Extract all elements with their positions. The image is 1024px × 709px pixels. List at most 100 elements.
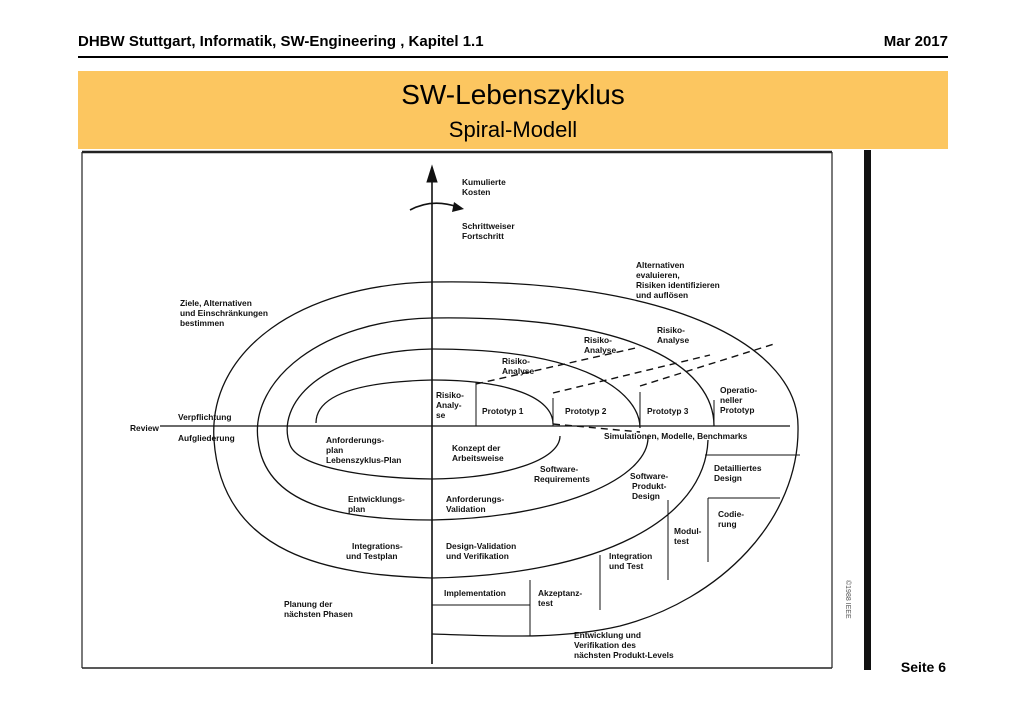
title-banner: SW-Lebenszyklus Spiral-Modell xyxy=(78,71,948,149)
slide-header: DHBW Stuttgart, Informatik, SW-Engineeri… xyxy=(78,33,948,55)
label-quadrant-top-left: Ziele, Alternativen und Einschränkungen … xyxy=(180,298,268,328)
svg-text:Software-: Software- xyxy=(630,471,668,481)
svg-text:Design-Validation: Design-Validation xyxy=(446,541,516,551)
svg-text:Codie-: Codie- xyxy=(718,509,744,519)
svg-text:Entwicklungs-: Entwicklungs- xyxy=(348,494,405,504)
slide-subtitle: Spiral-Modell xyxy=(448,117,578,142)
svg-text:und Verifikation: und Verifikation xyxy=(446,551,509,561)
svg-text:test: test xyxy=(674,536,689,546)
label-anforderungsplan: Anforderungs- plan Lebenszyklus-Plan xyxy=(326,435,401,465)
svg-text:Schrittweiser: Schrittweiser xyxy=(462,221,515,231)
label-risiko-4: Risiko- Analyse xyxy=(657,325,689,345)
svg-text:Anforderungs-: Anforderungs- xyxy=(446,494,504,504)
label-konzept: Konzept der Arbeitsweise xyxy=(452,443,504,463)
svg-text:Integrations-: Integrations- xyxy=(352,541,403,551)
svg-text:und auflösen: und auflösen xyxy=(636,290,688,300)
svg-text:Design: Design xyxy=(632,491,660,501)
risk-dashed-lines xyxy=(475,343,775,433)
label-quadrant-bottom-left: Planung der nächsten Phasen xyxy=(284,599,353,619)
svg-text:plan: plan xyxy=(348,504,365,514)
svg-text:und Test: und Test xyxy=(609,561,643,571)
svg-text:Analyse: Analyse xyxy=(584,345,616,355)
svg-text:Risiken identifizieren: Risiken identifizieren xyxy=(636,280,720,290)
svg-text:Alternativen: Alternativen xyxy=(636,260,684,270)
label-prototyp-2: Prototyp 2 xyxy=(565,406,607,416)
svg-text:Ziele, Alternativen: Ziele, Alternativen xyxy=(180,298,252,308)
svg-text:Entwicklung und: Entwicklung und xyxy=(574,630,641,640)
svg-text:neller: neller xyxy=(720,395,743,405)
svg-text:und Testplan: und Testplan xyxy=(346,551,398,561)
svg-text:Arbeitsweise: Arbeitsweise xyxy=(452,453,504,463)
svg-text:Risiko-: Risiko- xyxy=(657,325,685,335)
figure-frame xyxy=(81,150,833,669)
label-risiko-3: Risiko- Analyse xyxy=(584,335,616,355)
svg-text:Verifikation des: Verifikation des xyxy=(574,640,636,650)
svg-text:Analy-: Analy- xyxy=(436,400,462,410)
svg-text:Produkt-: Produkt- xyxy=(632,481,667,491)
label-modultest: Modul- test xyxy=(674,526,702,546)
svg-text:Risiko-: Risiko- xyxy=(436,390,464,400)
page-number: Seite 6 xyxy=(900,659,946,675)
svg-text:Anforderungs-: Anforderungs- xyxy=(326,435,384,445)
label-detail-design: Detailliertes Design xyxy=(714,463,762,483)
svg-text:Requirements: Requirements xyxy=(534,474,590,484)
spiral-rings xyxy=(213,281,799,637)
svg-text:Analyse: Analyse xyxy=(657,335,689,345)
label-aufgliederung: Aufgliederung xyxy=(178,433,235,443)
svg-text:Kosten: Kosten xyxy=(462,187,490,197)
label-design-validation: Design-Validation und Verifikation xyxy=(446,541,516,561)
label-progress: Schrittweiser Fortschritt xyxy=(462,221,515,241)
scan-edge-bar xyxy=(864,150,871,670)
svg-text:test: test xyxy=(538,598,553,608)
svg-text:Prototyp: Prototyp xyxy=(720,405,754,415)
svg-text:Fortschritt: Fortschritt xyxy=(462,231,504,241)
svg-text:Modul-: Modul- xyxy=(674,526,702,536)
label-integrationsplan: Integrations- und Testplan xyxy=(346,541,403,561)
svg-text:Lebenszyklus-Plan: Lebenszyklus-Plan xyxy=(326,455,401,465)
label-risiko-2: Risiko- Analyse xyxy=(502,356,534,376)
phase-separators xyxy=(432,382,800,636)
svg-text:Validation: Validation xyxy=(446,504,486,514)
svg-text:Kumulierte: Kumulierte xyxy=(462,177,506,187)
label-implementation: Implementation xyxy=(444,588,506,598)
svg-text:und Einschränkungen: und Einschränkungen xyxy=(180,308,268,318)
header-course-title: DHBW Stuttgart, Informatik, SW-Engineeri… xyxy=(78,33,484,50)
svg-text:Risiko-: Risiko- xyxy=(502,356,530,366)
progress-arrow-icon xyxy=(409,202,459,211)
progress-arrowhead-icon xyxy=(452,202,464,212)
label-prototyp-3: Prototyp 3 xyxy=(647,406,689,416)
header-rule xyxy=(78,56,948,58)
label-review: Review xyxy=(130,423,159,433)
label-prototyp-1: Prototyp 1 xyxy=(482,406,524,416)
svg-text:Software-: Software- xyxy=(540,464,578,474)
header-date: Mar 2017 xyxy=(883,33,948,50)
svg-text:plan: plan xyxy=(326,445,343,455)
svg-text:Design: Design xyxy=(714,473,742,483)
label-sw-produkt-design: Software- Produkt- Design xyxy=(630,471,668,501)
label-anforderungs-validation: Anforderungs- Validation xyxy=(446,494,504,514)
label-sw-requirements: Software- Requirements xyxy=(534,464,590,484)
label-integration-test: Integration und Test xyxy=(609,551,652,571)
label-entwicklungsplan: Entwicklungs- plan xyxy=(348,494,405,514)
svg-text:evaluieren,: evaluieren, xyxy=(636,270,680,280)
svg-text:Operatio-: Operatio- xyxy=(720,385,757,395)
label-codierung: Codie- rung xyxy=(718,509,744,529)
slide-title: SW-Lebenszyklus xyxy=(401,79,625,110)
label-simulationen: Simulationen, Modelle, Benchmarks xyxy=(604,431,748,441)
svg-text:Konzept der: Konzept der xyxy=(452,443,501,453)
svg-text:Detailliertes: Detailliertes xyxy=(714,463,762,473)
svg-text:nächsten Produkt-Levels: nächsten Produkt-Levels xyxy=(574,650,674,660)
label-quadrant-bottom-right: Entwicklung und Verifikation des nächste… xyxy=(574,630,674,660)
label-axis-top: Kumulierte Kosten xyxy=(462,177,506,197)
label-risiko-1: Risiko- Analy- se xyxy=(436,390,464,420)
svg-text:se: se xyxy=(436,410,446,420)
svg-text:Akzeptanz-: Akzeptanz- xyxy=(538,588,582,598)
svg-text:rung: rung xyxy=(718,519,737,529)
svg-text:bestimmen: bestimmen xyxy=(180,318,224,328)
label-akzeptanztest: Akzeptanz- test xyxy=(538,588,582,608)
label-verpflichtung: Verpflichtung xyxy=(178,412,232,422)
axes xyxy=(160,164,790,664)
svg-text:nächsten Phasen: nächsten Phasen xyxy=(284,609,353,619)
svg-text:Analyse: Analyse xyxy=(502,366,534,376)
